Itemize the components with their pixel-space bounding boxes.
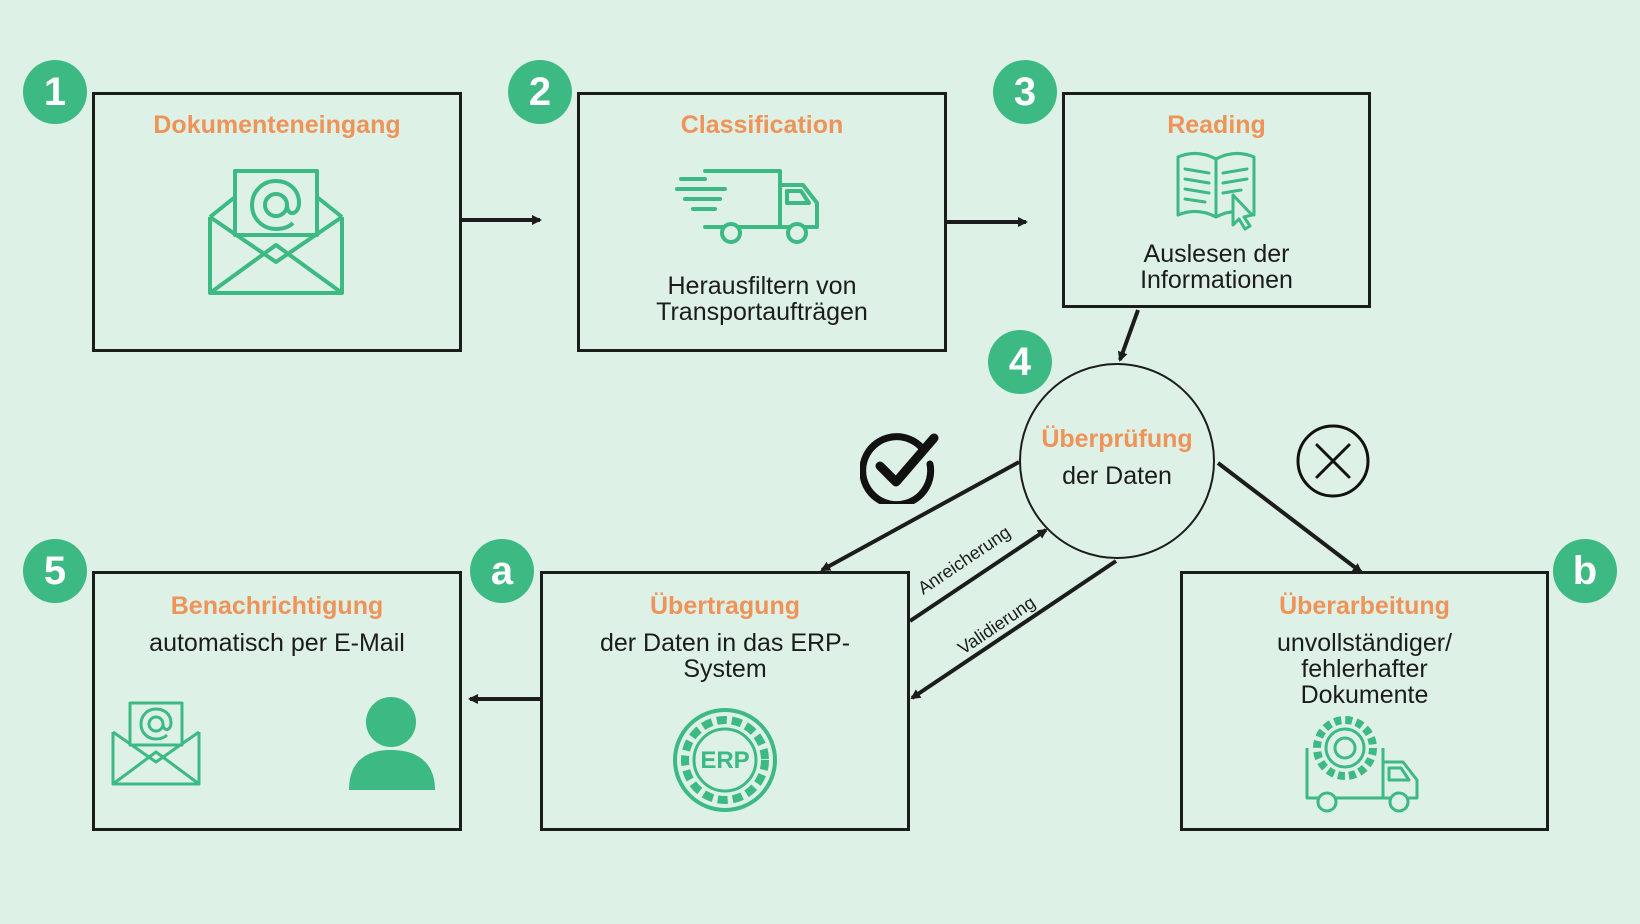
step-2-desc: Herausfiltern von Transportaufträgen <box>656 272 868 326</box>
step-a-title: Übertragung <box>650 592 800 620</box>
check-icon <box>860 433 939 504</box>
step-4-circle: Überprüfung der Daten <box>1019 363 1215 559</box>
step-a-badge: a <box>470 539 534 603</box>
arrow-validation <box>910 559 1118 700</box>
step-3-desc: Auslesen der Informationen <box>1140 240 1293 294</box>
step-1-badge: 1 <box>23 60 87 124</box>
step-b-title: Überarbeitung <box>1279 592 1450 620</box>
step-2-badge: 2 <box>508 60 572 124</box>
arrow-enrichment <box>908 528 1048 623</box>
erp-icon: ERP <box>673 708 777 812</box>
step-4-title: Überprüfung <box>1041 425 1193 453</box>
step-a-box: Übertragung der Daten in das ERP- System… <box>540 571 910 831</box>
step-4-desc: der Daten <box>1062 462 1172 490</box>
step-5-title: Benachrichtigung <box>170 592 384 620</box>
svg-text:ERP: ERP <box>700 747 749 774</box>
step-1-box: Dokumenteneingang <box>92 92 462 352</box>
user-icon <box>349 697 435 790</box>
step-4-badge: 4 <box>988 330 1052 394</box>
open-book-icon <box>1176 152 1256 231</box>
step-3-title: Reading <box>1167 111 1266 139</box>
step-1-title: Dokumenteneingang <box>153 111 401 139</box>
arrow-4-to-a <box>820 460 1020 572</box>
step-5-box: Benachrichtigung automatisch per E-Mail <box>92 571 462 831</box>
step-b-badge: b <box>1553 539 1617 603</box>
step-3-box: Reading Auslesen der Informationen <box>1062 92 1371 308</box>
delivery-truck-icon <box>675 169 819 244</box>
step-a-desc: der Daten in das ERP- System <box>599 629 851 683</box>
arrow-3-to-4 <box>1118 309 1140 362</box>
email-at-icon <box>111 701 201 786</box>
step-2-box: Classification Herausfiltern von Transpo… <box>577 92 947 352</box>
step-b-box: Überarbeitung unvollständiger/ fehlerhaf… <box>1180 571 1549 831</box>
step-5-desc: automatisch per E-Mail <box>149 629 405 657</box>
truck-gear-icon <box>1305 716 1419 813</box>
cross-icon <box>1296 424 1370 498</box>
step-3-badge: 3 <box>993 60 1057 124</box>
email-at-icon <box>208 169 344 295</box>
step-2-title: Classification <box>680 111 844 139</box>
arrow-4-to-b <box>1216 461 1363 574</box>
step-b-desc: unvollständiger/ fehlerhafter Dokumente <box>1276 629 1453 709</box>
step-5-badge: 5 <box>23 539 87 603</box>
